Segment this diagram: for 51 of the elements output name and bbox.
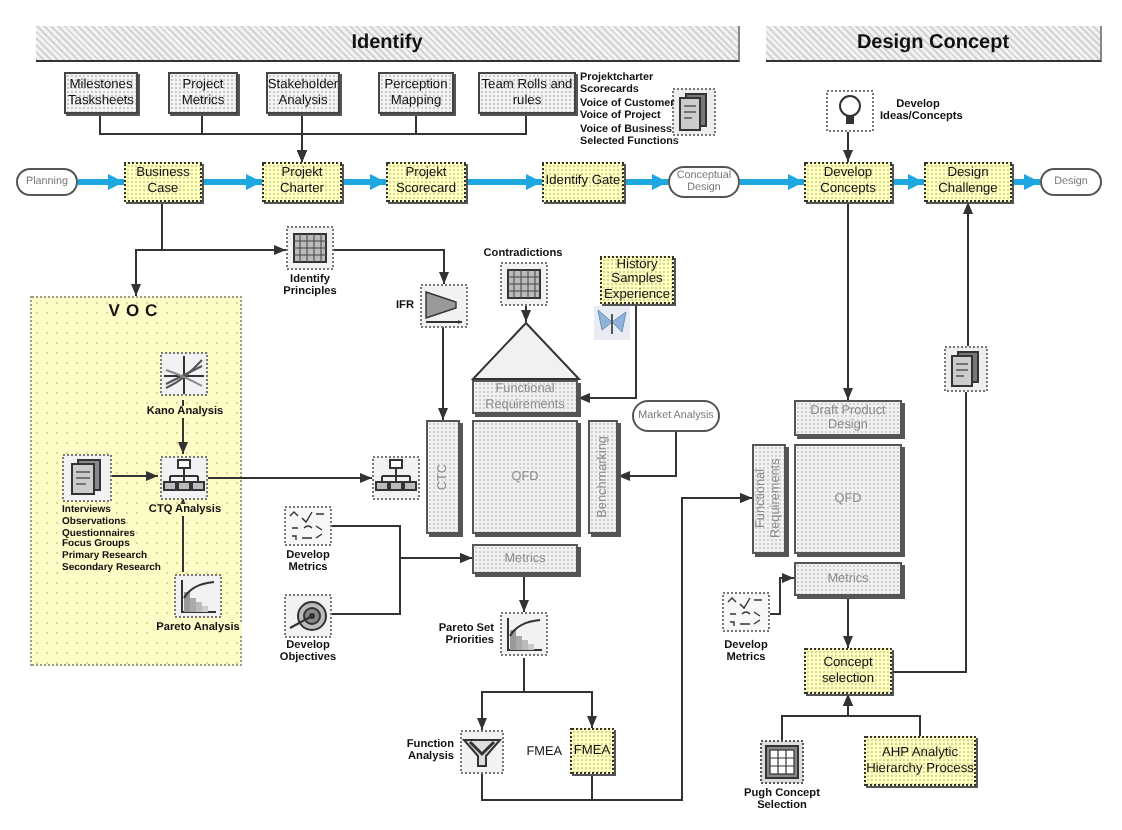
process-box [542, 162, 624, 202]
arrow [624, 174, 668, 190]
arrow [466, 174, 542, 190]
arrow [519, 573, 529, 613]
group-title: VOC [108, 302, 164, 322]
box-label: Design Concept [856, 31, 1010, 55]
arrow [331, 553, 473, 615]
arrow [740, 174, 804, 190]
matrix-box [752, 444, 786, 554]
arrow [843, 595, 853, 649]
arrow [577, 303, 637, 403]
arrow [523, 657, 597, 729]
matrix-box [426, 420, 460, 534]
arrow [342, 174, 386, 190]
arrow [617, 431, 677, 481]
arrow [591, 493, 753, 801]
arrow [207, 473, 373, 483]
matrix-box [794, 562, 902, 596]
header-band [36, 26, 740, 62]
process-box [864, 736, 976, 786]
arrow [843, 131, 853, 163]
header-band [766, 26, 1102, 62]
group-panel [30, 296, 242, 666]
input-box [168, 72, 238, 114]
process-box [924, 162, 1012, 202]
process-box [124, 162, 202, 202]
process-box [262, 162, 342, 202]
arrow [297, 113, 527, 163]
matrix-box [794, 444, 902, 554]
arrow [109, 471, 159, 481]
arrow [1012, 174, 1040, 190]
arrow [892, 174, 924, 190]
matrix-box [472, 380, 578, 414]
arrow [178, 497, 188, 573]
arrow [963, 201, 973, 347]
matrix-box [794, 400, 902, 436]
arrow [78, 174, 124, 190]
process-box [804, 648, 892, 694]
arrow [843, 693, 921, 737]
arrow [438, 325, 448, 421]
matrix-box [472, 544, 578, 574]
arrow [769, 573, 795, 615]
box-label: Identify [351, 31, 423, 55]
process-box [386, 162, 466, 202]
process-box [804, 162, 892, 202]
arrow [161, 201, 287, 255]
arrow [333, 249, 449, 285]
arrow [843, 201, 853, 401]
matrix-box [588, 420, 618, 534]
matrix-box [472, 420, 578, 534]
arrow [202, 174, 262, 190]
